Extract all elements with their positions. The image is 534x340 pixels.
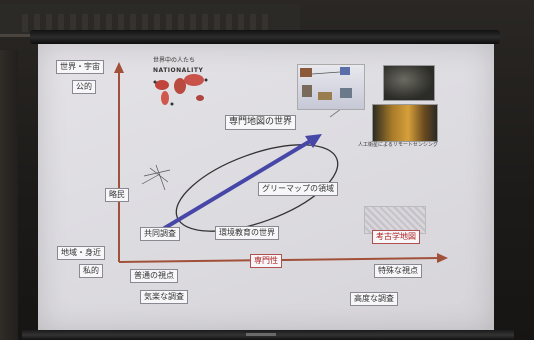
axis-label-private: 私的 — [79, 264, 103, 278]
screen-brand-mark — [246, 333, 276, 336]
horizontal-axis-arrowhead — [437, 253, 448, 263]
satellite-image-thumbnail — [372, 104, 438, 142]
nationality-caption: 世界中の人たち — [153, 57, 196, 64]
region-green-map: グリーマップの領域 — [258, 182, 338, 196]
x-axis-left-label: 普通の視点 — [130, 269, 178, 283]
region-ellipse — [175, 144, 339, 232]
earth-at-night-thumbnail — [383, 65, 435, 101]
axis-label-public: 公的 — [72, 80, 96, 94]
left-wall — [0, 50, 18, 340]
x-axis-left-sub: 気楽な調査 — [140, 290, 188, 304]
axis-label-world: 世界・宇宙 — [56, 60, 104, 74]
axis-label-mid: 略民 — [105, 188, 129, 202]
region-specialist-maps: 専門地図の世界 — [225, 115, 297, 130]
diagonal-arrowhead — [305, 134, 322, 148]
satellite-caption: 人工衛星によるリモートセンシング — [358, 142, 438, 148]
x-axis-right-label: 特殊な視点 — [374, 264, 422, 278]
axis-label-local: 地域・身近 — [57, 246, 105, 260]
old-map-caption: 考古学地図 — [372, 230, 420, 244]
x-axis-right-sub: 高度な調査 — [350, 292, 398, 306]
diagonal-arrow — [156, 138, 314, 234]
screen-top-bar — [30, 30, 500, 44]
region-environment-education: 環境教育の世界 — [215, 226, 279, 240]
region-own-survey: 共同調査 — [140, 227, 180, 241]
x-axis-label: 専門性 — [250, 254, 282, 268]
vertical-axis-arrowhead — [114, 62, 124, 73]
nationality-title: NATIONALITY — [153, 67, 204, 74]
